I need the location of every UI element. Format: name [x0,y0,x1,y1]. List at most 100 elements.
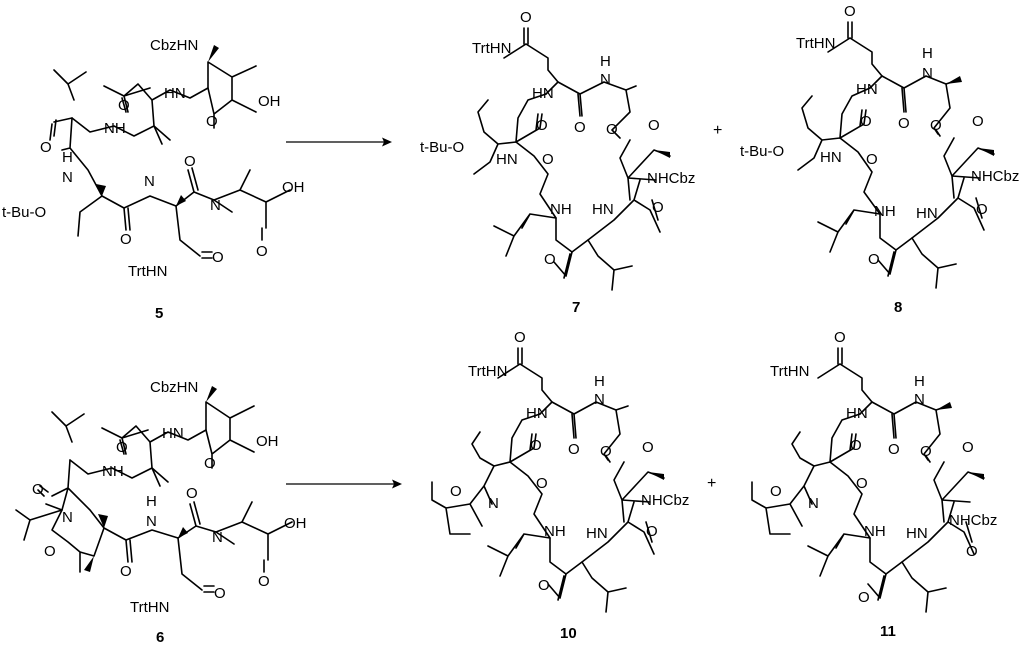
label-n: N [488,495,499,512]
compound-label-5: 5 [155,305,163,322]
label-n: N [922,65,933,82]
label-hn: HN [846,405,868,422]
label-nhcbz: NHCbz [949,512,997,529]
label-nhcbz: NHCbz [641,492,689,509]
label-hn: HN [526,405,548,422]
label-tbuo: t-Bu-O [740,143,784,160]
label-o: O [544,251,556,268]
label-n: N [808,495,819,512]
structure-compound-10: O TrtHN H N HN O O O O O N O NHCbz NH HN… [431,329,689,642]
label-o: O [866,151,878,168]
reaction-arrow-bottom [286,479,402,489]
label-o: O [184,153,196,170]
structure-compound-5: CbzHN HN OH O O NH O N H t-Bu-O N O O N … [2,37,305,322]
structure-compound-6: CbzHN HN OH O O NH O N O N H O O N OH O … [15,379,307,646]
reaction-arrow-top [286,137,392,147]
label-o: O [856,475,868,492]
label-o: O [40,139,52,156]
label-o: O [536,117,548,134]
label-n: N [144,173,155,190]
structure-compound-8: O TrtHN H N HN O O O O t-Bu-O HN O NHCbz… [740,3,1019,316]
label-nhcbz: NHCbz [971,168,1019,185]
compound-label-11: 11 [880,623,896,640]
label-o: O [646,523,658,540]
label-n: N [210,197,221,214]
label-o: O [214,585,226,602]
label-o: O [520,9,532,26]
label-n: N [62,169,73,186]
label-hn: HN [532,85,554,102]
label-o: O [642,439,654,456]
label-nh: NH [864,523,886,540]
label-o: O [858,589,870,606]
label-hn: HN [592,201,614,218]
structure-compound-11: O TrtHN H N HN O O O O O N O NHCbz NH HN… [751,329,997,640]
label-o: O [976,201,988,218]
label-o: O [514,329,526,346]
label-o: O [118,97,130,114]
label-o: O [770,483,782,500]
label-o: O [962,439,974,456]
label-h: H [146,493,157,510]
label-o: O [206,113,218,130]
plus-sign-top: + [713,122,722,139]
label-o: O [920,443,932,460]
label-hn: HN [906,525,928,542]
label-n: N [594,391,605,408]
label-o: O [868,251,880,268]
label-o: O [450,483,462,500]
label-hn: HN [496,151,518,168]
label-o: O [834,329,846,346]
label-oh: OH [284,515,307,532]
plus-sign-bottom: + [707,475,716,492]
label-nh: NH [874,203,896,220]
label-n: N [600,71,611,88]
label-o: O [536,475,548,492]
label-o: O [898,115,910,132]
label-h: H [594,373,605,390]
label-o: O [530,437,542,454]
compound-label-7: 7 [572,299,580,316]
label-o: O [212,249,224,266]
label-o: O [930,117,942,134]
label-o: O [116,439,128,456]
label-hn: HN [164,85,186,102]
label-trthn: TrtHN [128,263,167,280]
label-trthn: TrtHN [770,363,809,380]
label-o: O [860,113,872,130]
label-o: O [186,485,198,502]
label-o: O [600,443,612,460]
label-h: H [914,373,925,390]
label-o: O [966,543,978,560]
label-o: O [844,3,856,20]
label-n: N [914,391,925,408]
label-tbuo: t-Bu-O [420,139,464,156]
label-nh: NH [550,201,572,218]
label-nh: NH [104,120,126,137]
label-o: O [568,441,580,458]
label-tbuo: t-Bu-O [2,204,46,221]
label-hn: HN [162,425,184,442]
compound-label-10: 10 [560,625,577,642]
label-trthn: TrtHN [796,35,835,52]
label-cbzhn: CbzHN [150,37,198,54]
label-hn: HN [820,149,842,166]
label-nh: NH [544,523,566,540]
label-o: O [606,121,618,138]
label-n: N [212,529,223,546]
label-o: O [652,199,664,216]
label-oh: OH [256,433,279,450]
label-n: N [146,513,157,530]
label-nhcbz: NHCbz [647,170,695,187]
label-o: O [972,113,984,130]
label-o: O [44,543,56,560]
label-h: H [600,53,611,70]
label-o: O [120,231,132,248]
label-trthn: TrtHN [472,40,511,57]
label-hn: HN [916,205,938,222]
structure-compound-7: O TrtHN H N HN O O O O t-Bu-O HN O NHCbz… [420,9,695,316]
label-h: H [922,45,933,62]
label-cbzhn: CbzHN [150,379,198,396]
label-oh: OH [282,179,305,196]
